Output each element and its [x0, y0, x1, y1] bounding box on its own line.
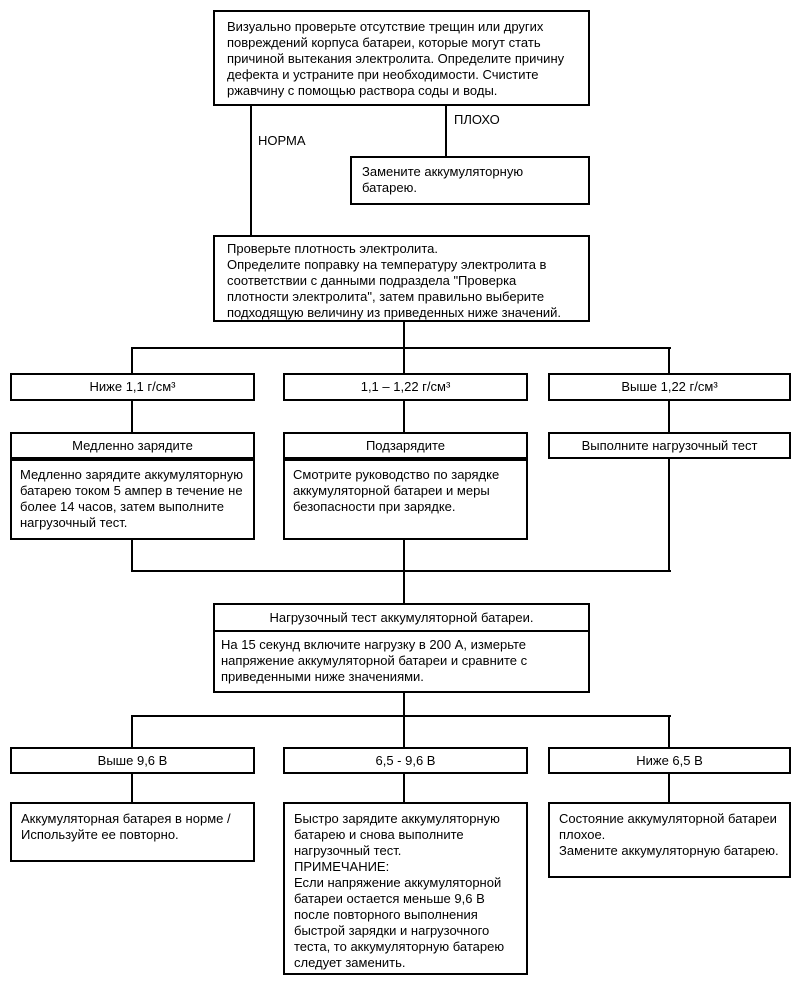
connector-result-mid [403, 774, 405, 802]
action-box-slow-charge: Медленно зарядите [10, 432, 255, 459]
detail-box-slow-charge: Медленно зарядите аккумуляторную батарею… [10, 459, 255, 540]
connector-density-out [403, 322, 405, 347]
condition-voltage-low-text: Ниже 6,5 В [636, 752, 703, 768]
load-test-title: Нагрузочный тест аккумуляторной батареи. [215, 605, 588, 632]
replace-battery-box: Замените аккумуляторную батарею. [350, 156, 590, 205]
result-box-fast-charge: Быстро зарядите аккумуляторную батарею и… [283, 802, 528, 975]
density-check-box: Проверьте плотность электролита. Определ… [213, 235, 590, 322]
connector-norma-line [250, 106, 252, 235]
connector-join-left [131, 540, 133, 572]
connector-density-split [131, 347, 671, 349]
condition-box-density-mid: 1,1 – 1,22 г/см³ [283, 373, 528, 401]
density-check-text: Проверьте плотность электролита. Определ… [227, 241, 562, 320]
result-box-battery-ok: Аккумуляторная батарея в норме / Использ… [10, 802, 255, 862]
condition-voltage-high-text: Выше 9,6 В [97, 752, 168, 768]
condition-box-voltage-low: Ниже 6,5 В [548, 747, 791, 774]
detail-slow-charge-text: Медленно зарядите аккумуляторную батарею… [20, 467, 244, 530]
connector-drop-left [131, 347, 133, 373]
connector-result-right [668, 774, 670, 802]
action-recharge-text: Подзарядите [365, 437, 446, 453]
connector-join-down [403, 572, 405, 603]
condition-box-voltage-mid: 6,5 - 9,6 В [283, 747, 528, 774]
action-load-test-text: Выполните нагрузочный тест [581, 437, 758, 453]
connector-drop-mid [403, 347, 405, 373]
replace-battery-text: Замените аккумуляторную батарею. [362, 164, 524, 195]
norma-label: НОРМА [258, 133, 306, 148]
result-note-label: ПРИМЕЧАНИЕ: [294, 859, 390, 874]
ploho-label: ПЛОХО [454, 112, 500, 127]
action-box-recharge: Подзарядите [283, 432, 528, 459]
action-slow-charge-text: Медленно зарядите [72, 437, 193, 453]
connector-join-bar [131, 570, 671, 572]
condition-density-mid-text: 1,1 – 1,22 г/см³ [360, 379, 451, 394]
load-test-box: Нагрузочный тест аккумуляторной батареи.… [213, 603, 590, 693]
visual-inspection-text: Визуально проверьте отсутствие трещин ил… [227, 19, 565, 98]
connector-voltage-split [131, 715, 671, 717]
condition-density-low-text: Ниже 1,1 г/см³ [89, 379, 176, 394]
connector-result-left [131, 774, 133, 802]
visual-inspection-box: Визуально проверьте отсутствие трещин ил… [213, 10, 590, 106]
connector-cond-action-right [668, 401, 670, 432]
connector-cond-action-left [131, 401, 133, 432]
connector-drop-right [668, 347, 670, 373]
condition-box-density-high: Выше 1,22 г/см³ [548, 373, 791, 401]
condition-box-density-low: Ниже 1,1 г/см³ [10, 373, 255, 401]
condition-box-voltage-high: Выше 9,6 В [10, 747, 255, 774]
connector-join-right [668, 459, 670, 572]
condition-density-high-text: Выше 1,22 г/см³ [621, 379, 718, 394]
result-fast-charge-text: Быстро зарядите аккумуляторную батарею и… [294, 811, 500, 858]
connector-join-mid [403, 540, 405, 572]
result-box-battery-bad: Состояние аккумуляторной батареи плохое.… [548, 802, 791, 878]
connector-loadtest-out [403, 693, 405, 715]
result-battery-ok-text: Аккумуляторная батарея в норме / Использ… [21, 811, 231, 842]
action-box-load-test: Выполните нагрузочный тест [548, 432, 791, 459]
connector-vdrop-left [131, 715, 133, 747]
connector-ploho-line [445, 106, 447, 156]
connector-cond-action-mid [403, 401, 405, 432]
result-note-text: Если напряжение аккумуляторной батареи о… [294, 875, 505, 970]
connector-vdrop-mid [403, 715, 405, 747]
detail-recharge-text: Смотрите руководство по зарядке аккумуля… [293, 467, 500, 514]
condition-voltage-mid-text: 6,5 - 9,6 В [375, 752, 436, 768]
detail-box-recharge: Смотрите руководство по зарядке аккумуля… [283, 459, 528, 540]
load-test-body: На 15 секунд включите нагрузку в 200 А, … [221, 637, 528, 684]
result-battery-bad-text: Состояние аккумуляторной батареи плохое.… [559, 811, 779, 858]
connector-vdrop-right [668, 715, 670, 747]
